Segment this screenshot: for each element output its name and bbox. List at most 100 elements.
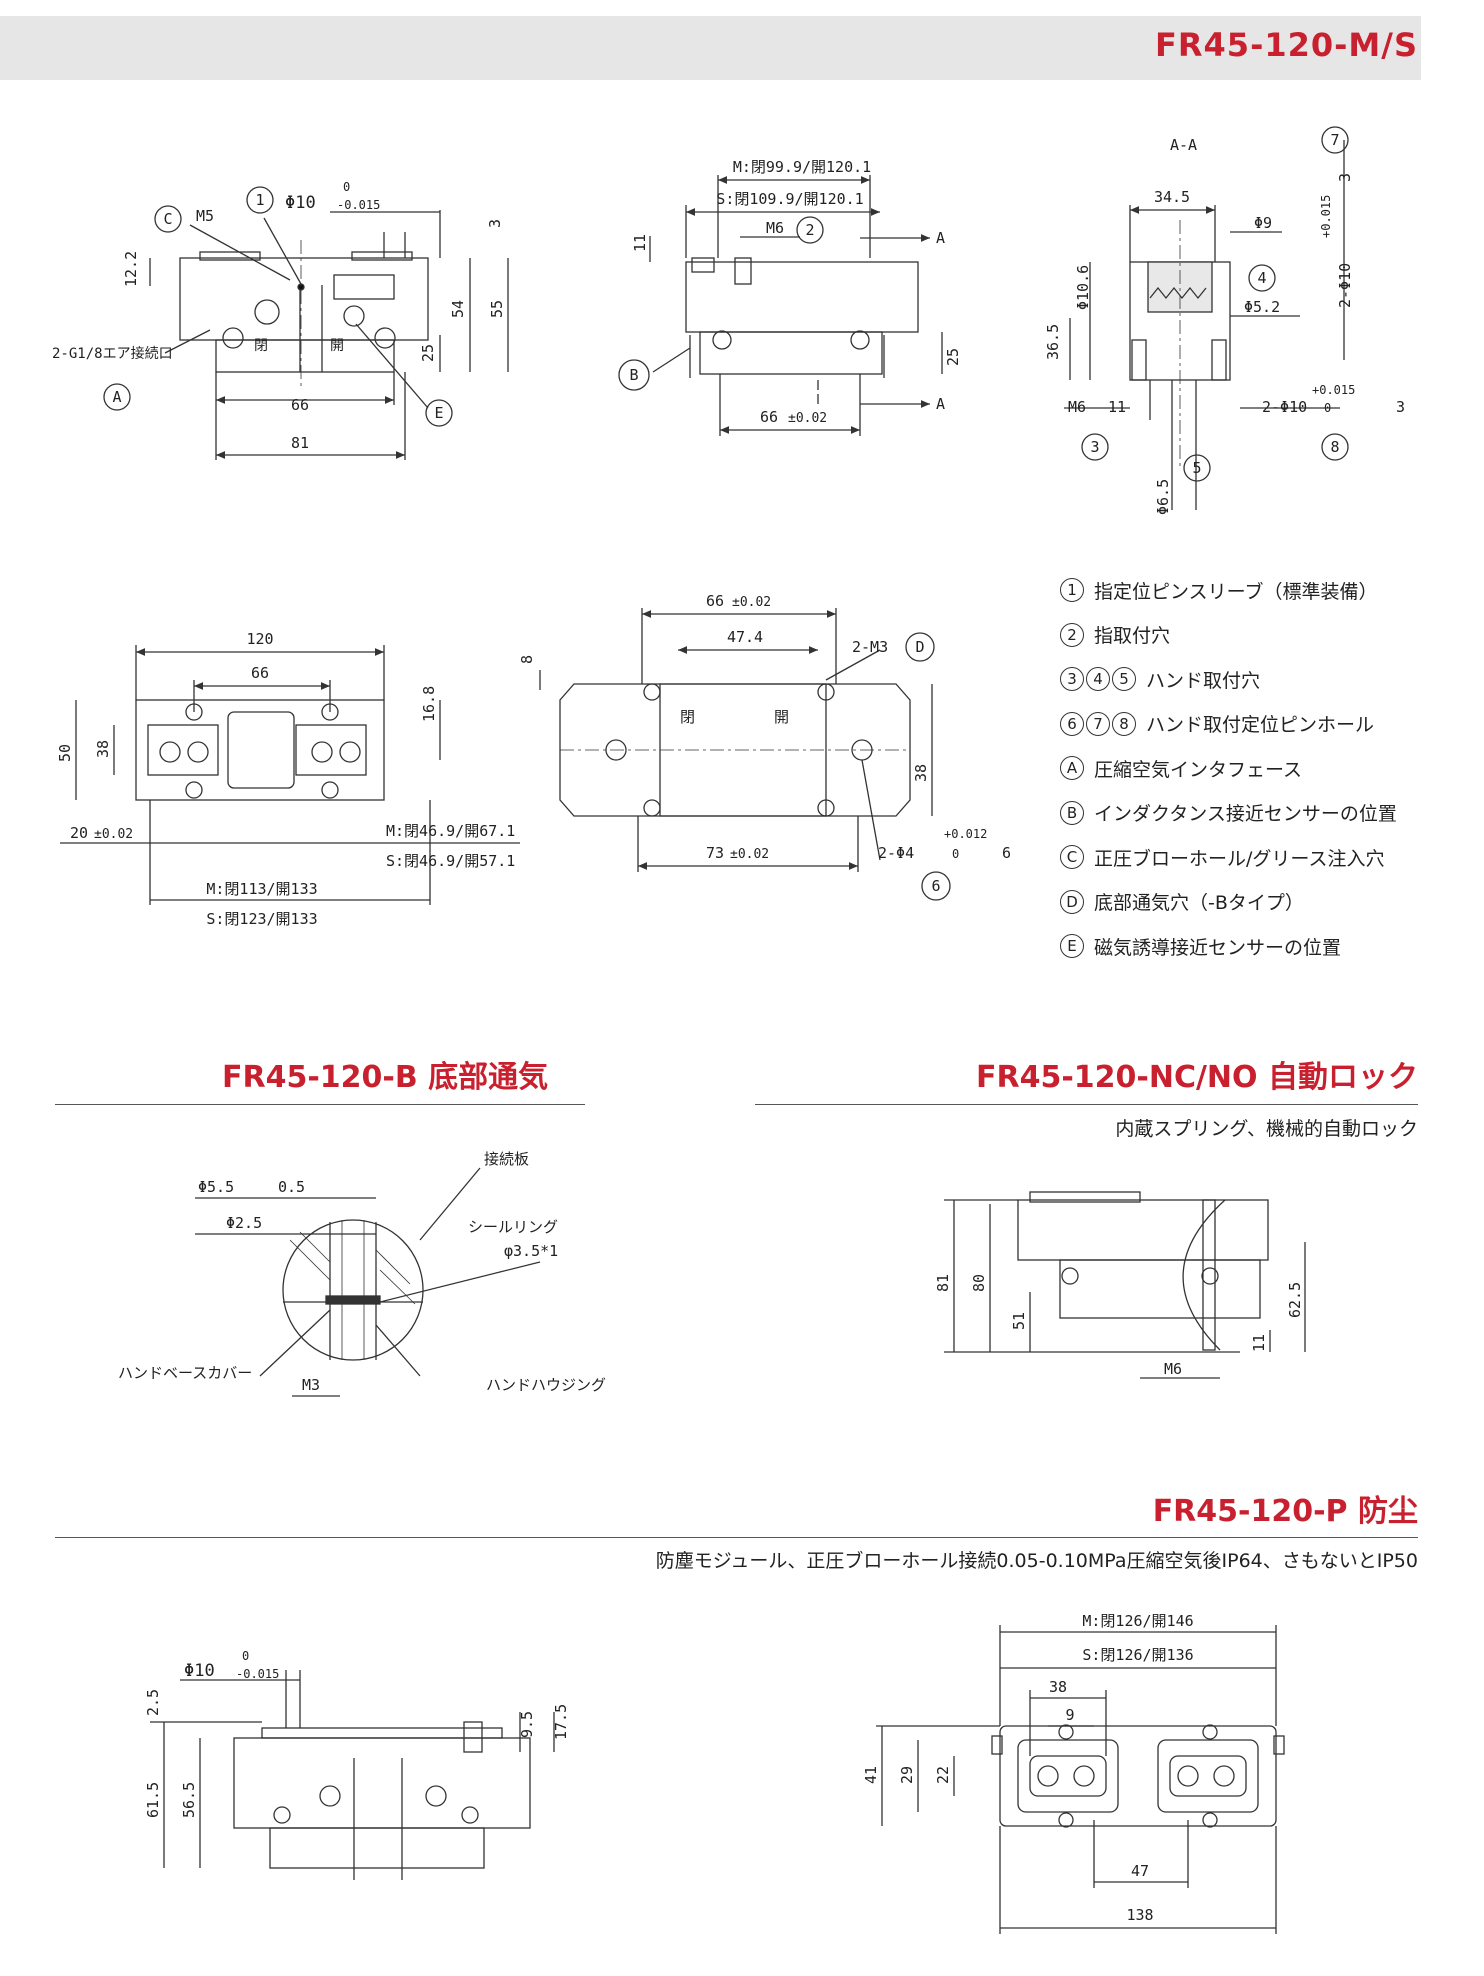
label-closed: 閉 bbox=[254, 338, 268, 354]
front-view bbox=[103, 186, 509, 460]
dim-138: 138 bbox=[1126, 1906, 1153, 1924]
legend-text: ハンド取付穴 bbox=[1146, 669, 1261, 692]
tol-73: ±0.02 bbox=[730, 847, 769, 862]
legend-text: インダクタンス接近センサーの位置 bbox=[1094, 803, 1397, 826]
dim-11: 11 bbox=[1250, 1334, 1268, 1352]
dim-s-width: S:閉123/開133 bbox=[206, 910, 317, 928]
dim-11: 11 bbox=[631, 234, 649, 252]
dim-66: 66 bbox=[760, 408, 778, 426]
dim-81: 81 bbox=[291, 434, 309, 452]
dim-dia10: Φ10 bbox=[285, 193, 316, 213]
front-display bbox=[333, 274, 395, 300]
dim-2-5: 2.5 bbox=[144, 1689, 162, 1716]
top-view-labels: 120 66 16.8 50 38 20 ±0.02 M:閉46.9/開67.1… bbox=[56, 630, 515, 928]
label-base-cover: ハンドベースカバー bbox=[118, 1364, 252, 1382]
dim-55: 55 bbox=[488, 300, 506, 318]
dim-s-stroke: S:閉126/開136 bbox=[1082, 1646, 1193, 1664]
dim-81: 81 bbox=[934, 1274, 952, 1292]
detail-circle bbox=[282, 1219, 424, 1361]
callout-mark: 3 bbox=[1060, 667, 1084, 692]
dim-dia2-5: Φ2.5 bbox=[226, 1214, 262, 1232]
callout-mark: C bbox=[1060, 845, 1084, 870]
label-2m3: 2-M3 bbox=[852, 638, 888, 656]
section-title-b: FR45-120-B 底部通気 bbox=[222, 1060, 549, 1095]
dim-50: 50 bbox=[56, 744, 74, 762]
callout-mark: 7 bbox=[1086, 711, 1110, 736]
p-front-body bbox=[233, 1737, 531, 1829]
dim-9: 9 bbox=[1065, 1706, 1074, 1724]
callout-a: A bbox=[112, 388, 121, 406]
dim-41: 41 bbox=[862, 1766, 880, 1784]
dim-22: 22 bbox=[934, 1766, 952, 1784]
callout-mark: 1 bbox=[1060, 578, 1084, 603]
nc-body bbox=[1017, 1199, 1269, 1261]
dim-25: 25 bbox=[419, 344, 437, 362]
callout-3: 3 bbox=[1090, 438, 1099, 456]
dim-3: 3 bbox=[486, 219, 504, 228]
label-seal-dia: φ3.5*1 bbox=[504, 1242, 558, 1260]
dim-73: 73 bbox=[706, 844, 724, 862]
callout-5: 5 bbox=[1192, 459, 1201, 477]
section-note-nc: 内蔵スプリング、機械的自動ロック bbox=[1115, 1118, 1418, 1140]
callout-4: 4 bbox=[1257, 269, 1266, 287]
dim-66: 66 bbox=[706, 592, 724, 610]
tol-zero: 0 bbox=[1324, 401, 1331, 415]
label-pins: 2-Φ4 bbox=[878, 844, 914, 862]
nc-view-labels: 81 80 51 62.5 11 M6 bbox=[934, 1274, 1304, 1378]
tol-top: 0 bbox=[242, 1649, 249, 1663]
page-title: FR45-120-M/S bbox=[1155, 26, 1418, 64]
section-view bbox=[1064, 126, 1349, 510]
callout-mark: 8 bbox=[1112, 711, 1136, 736]
dim-47: 47 bbox=[1131, 1862, 1149, 1880]
dim-dia6-5: Φ6.5 bbox=[1154, 479, 1172, 515]
detail-b bbox=[195, 1167, 541, 1397]
dim-dia9: Φ9 bbox=[1254, 214, 1272, 232]
tol-bot: -0.015 bbox=[337, 198, 380, 212]
dim-dia10: Φ10 bbox=[184, 1661, 215, 1681]
dim-dia5-2: Φ5.2 bbox=[1244, 298, 1280, 316]
dim-29: 29 bbox=[898, 1766, 916, 1784]
legend-text: 圧縮空気インタフェース bbox=[1094, 758, 1303, 781]
section-title: A-A bbox=[1170, 136, 1197, 154]
dim-120: 120 bbox=[246, 630, 273, 648]
depth-11: 11 bbox=[1108, 398, 1126, 416]
dim-38: 38 bbox=[94, 740, 112, 758]
callout-6: 6 bbox=[931, 877, 940, 895]
section-note-p: 防塵モジュール、正圧ブローホール接続0.05-0.10MPa圧縮空気後IP64、… bbox=[655, 1550, 1418, 1572]
callout-mark: A bbox=[1060, 756, 1084, 781]
legend-text: 磁気誘導接近センサーの位置 bbox=[1094, 936, 1342, 959]
dim-9-5: 9.5 bbox=[518, 1711, 536, 1738]
dim-m-width: M:閉113/開133 bbox=[206, 880, 317, 898]
label-open: 開 bbox=[774, 708, 789, 726]
dim-51: 51 bbox=[1010, 1312, 1028, 1330]
callout-e: E bbox=[434, 404, 443, 422]
dim-8: 8 bbox=[518, 655, 536, 664]
legend-item-5: A 圧縮空気インタフェース bbox=[1060, 746, 1397, 791]
label-m5: M5 bbox=[196, 207, 214, 225]
dim-36-5: 36.5 bbox=[1044, 324, 1062, 360]
dim-38: 38 bbox=[1049, 1678, 1067, 1696]
depth-6: 6 bbox=[1002, 844, 1011, 862]
dim-54: 54 bbox=[449, 300, 467, 318]
legend-text: 底部通気穴（-Bタイプ） bbox=[1094, 892, 1304, 915]
tol-top: 0 bbox=[343, 180, 350, 194]
label-m6: M6 bbox=[1068, 398, 1086, 416]
nc-view bbox=[944, 1191, 1306, 1379]
top-view bbox=[60, 645, 520, 905]
label-closed: 閉 bbox=[680, 708, 695, 726]
dim-66: 66 bbox=[291, 396, 309, 414]
tol-plus: +0.012 bbox=[944, 827, 987, 841]
top-body bbox=[135, 699, 385, 801]
label-plate: 接続板 bbox=[484, 1150, 529, 1168]
side-body bbox=[685, 261, 919, 333]
legend-text: 指定位ピンスリーブ（標準装備） bbox=[1094, 580, 1378, 603]
label-m6: M6 bbox=[766, 219, 784, 237]
section-mark-a-top: A bbox=[936, 229, 945, 247]
detail-b-labels: Φ5.5 0.5 Φ2.5 接続板 シールリング φ3.5*1 ハンドベースカバ… bbox=[118, 1150, 606, 1394]
callout-mark: 6 bbox=[1060, 711, 1084, 736]
tol-plus: +0.015 bbox=[1312, 383, 1355, 397]
callout-mark: D bbox=[1060, 889, 1084, 914]
